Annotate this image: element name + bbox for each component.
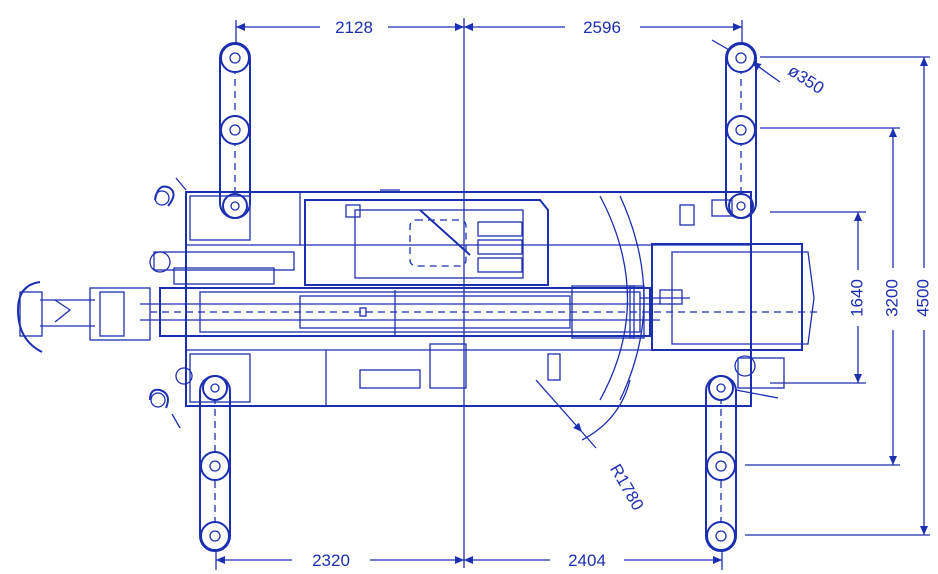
boom (16, 281, 820, 353)
dim-height-mid: 3200 (882, 279, 901, 317)
front-hydraulics (149, 251, 295, 385)
turning-radius-callout: R1780 (535, 379, 648, 514)
superstructure (304, 189, 645, 401)
dim-pad-diameter: ø350 (785, 61, 828, 98)
outrigger-front-bottom (199, 375, 231, 552)
chassis (185, 191, 785, 407)
right-dimensions: 1640 3200 4500 (745, 56, 932, 536)
outrigger-rear-top (725, 42, 757, 219)
dim-bottom-right: 2404 (568, 551, 606, 570)
counterweight (640, 243, 815, 351)
dim-height-inner: 1640 (847, 279, 866, 317)
dim-height-outer: 4500 (913, 279, 932, 317)
bottom-dimension: 2320 2404 (215, 545, 723, 570)
dim-top-left: 2128 (335, 18, 373, 37)
outrigger-rear-bottom (705, 375, 737, 552)
outrigger-front-top (219, 42, 251, 219)
dim-bottom-left: 2320 (312, 551, 350, 570)
hook-blocks (149, 177, 187, 429)
dim-top-right: 2596 (583, 18, 621, 37)
dim-turning-radius: R1780 (606, 461, 648, 514)
top-dimension: 2128 2596 (235, 18, 743, 45)
